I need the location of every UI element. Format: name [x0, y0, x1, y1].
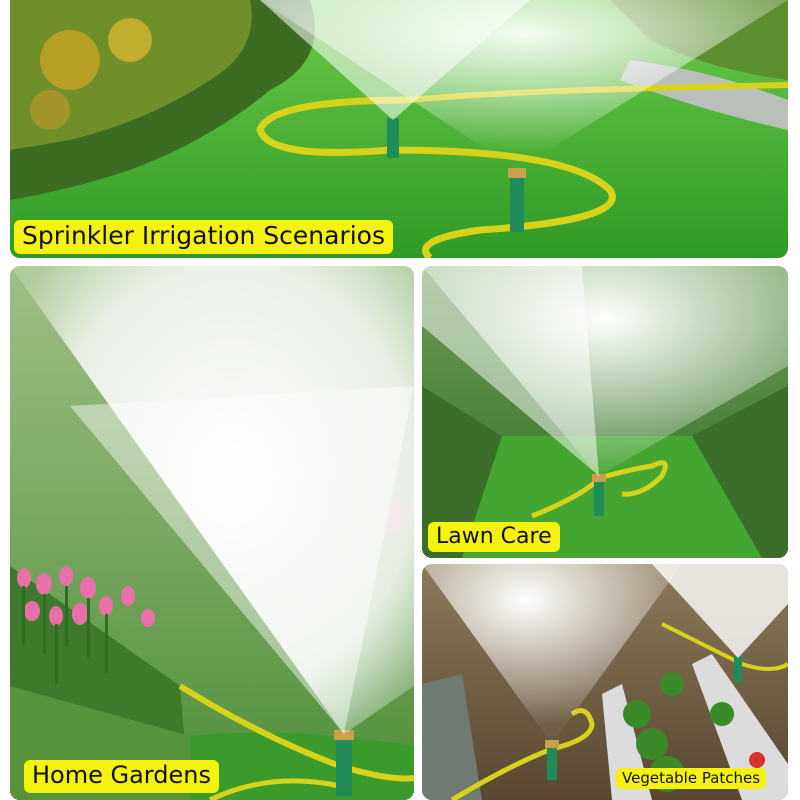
lawn-care-illustration — [422, 266, 788, 558]
lawn-care-photo — [422, 266, 788, 558]
home-gardens-illustration — [10, 266, 414, 800]
vegetable-patches-illustration — [422, 564, 788, 800]
caption-lawn-care: Lawn Care — [428, 522, 560, 553]
caption-vegetable-patches: Vegetable Patches — [616, 768, 767, 790]
vegetable-patches-photo — [422, 564, 788, 800]
top-scene-illustration — [10, 0, 788, 258]
caption-sprinkler-irrigation-scenarios: Sprinkler Irrigation Scenarios — [14, 220, 394, 254]
home-gardens-photo — [10, 266, 414, 800]
top-scene-photo — [10, 0, 788, 258]
caption-home-gardens: Home Gardens — [24, 760, 219, 793]
